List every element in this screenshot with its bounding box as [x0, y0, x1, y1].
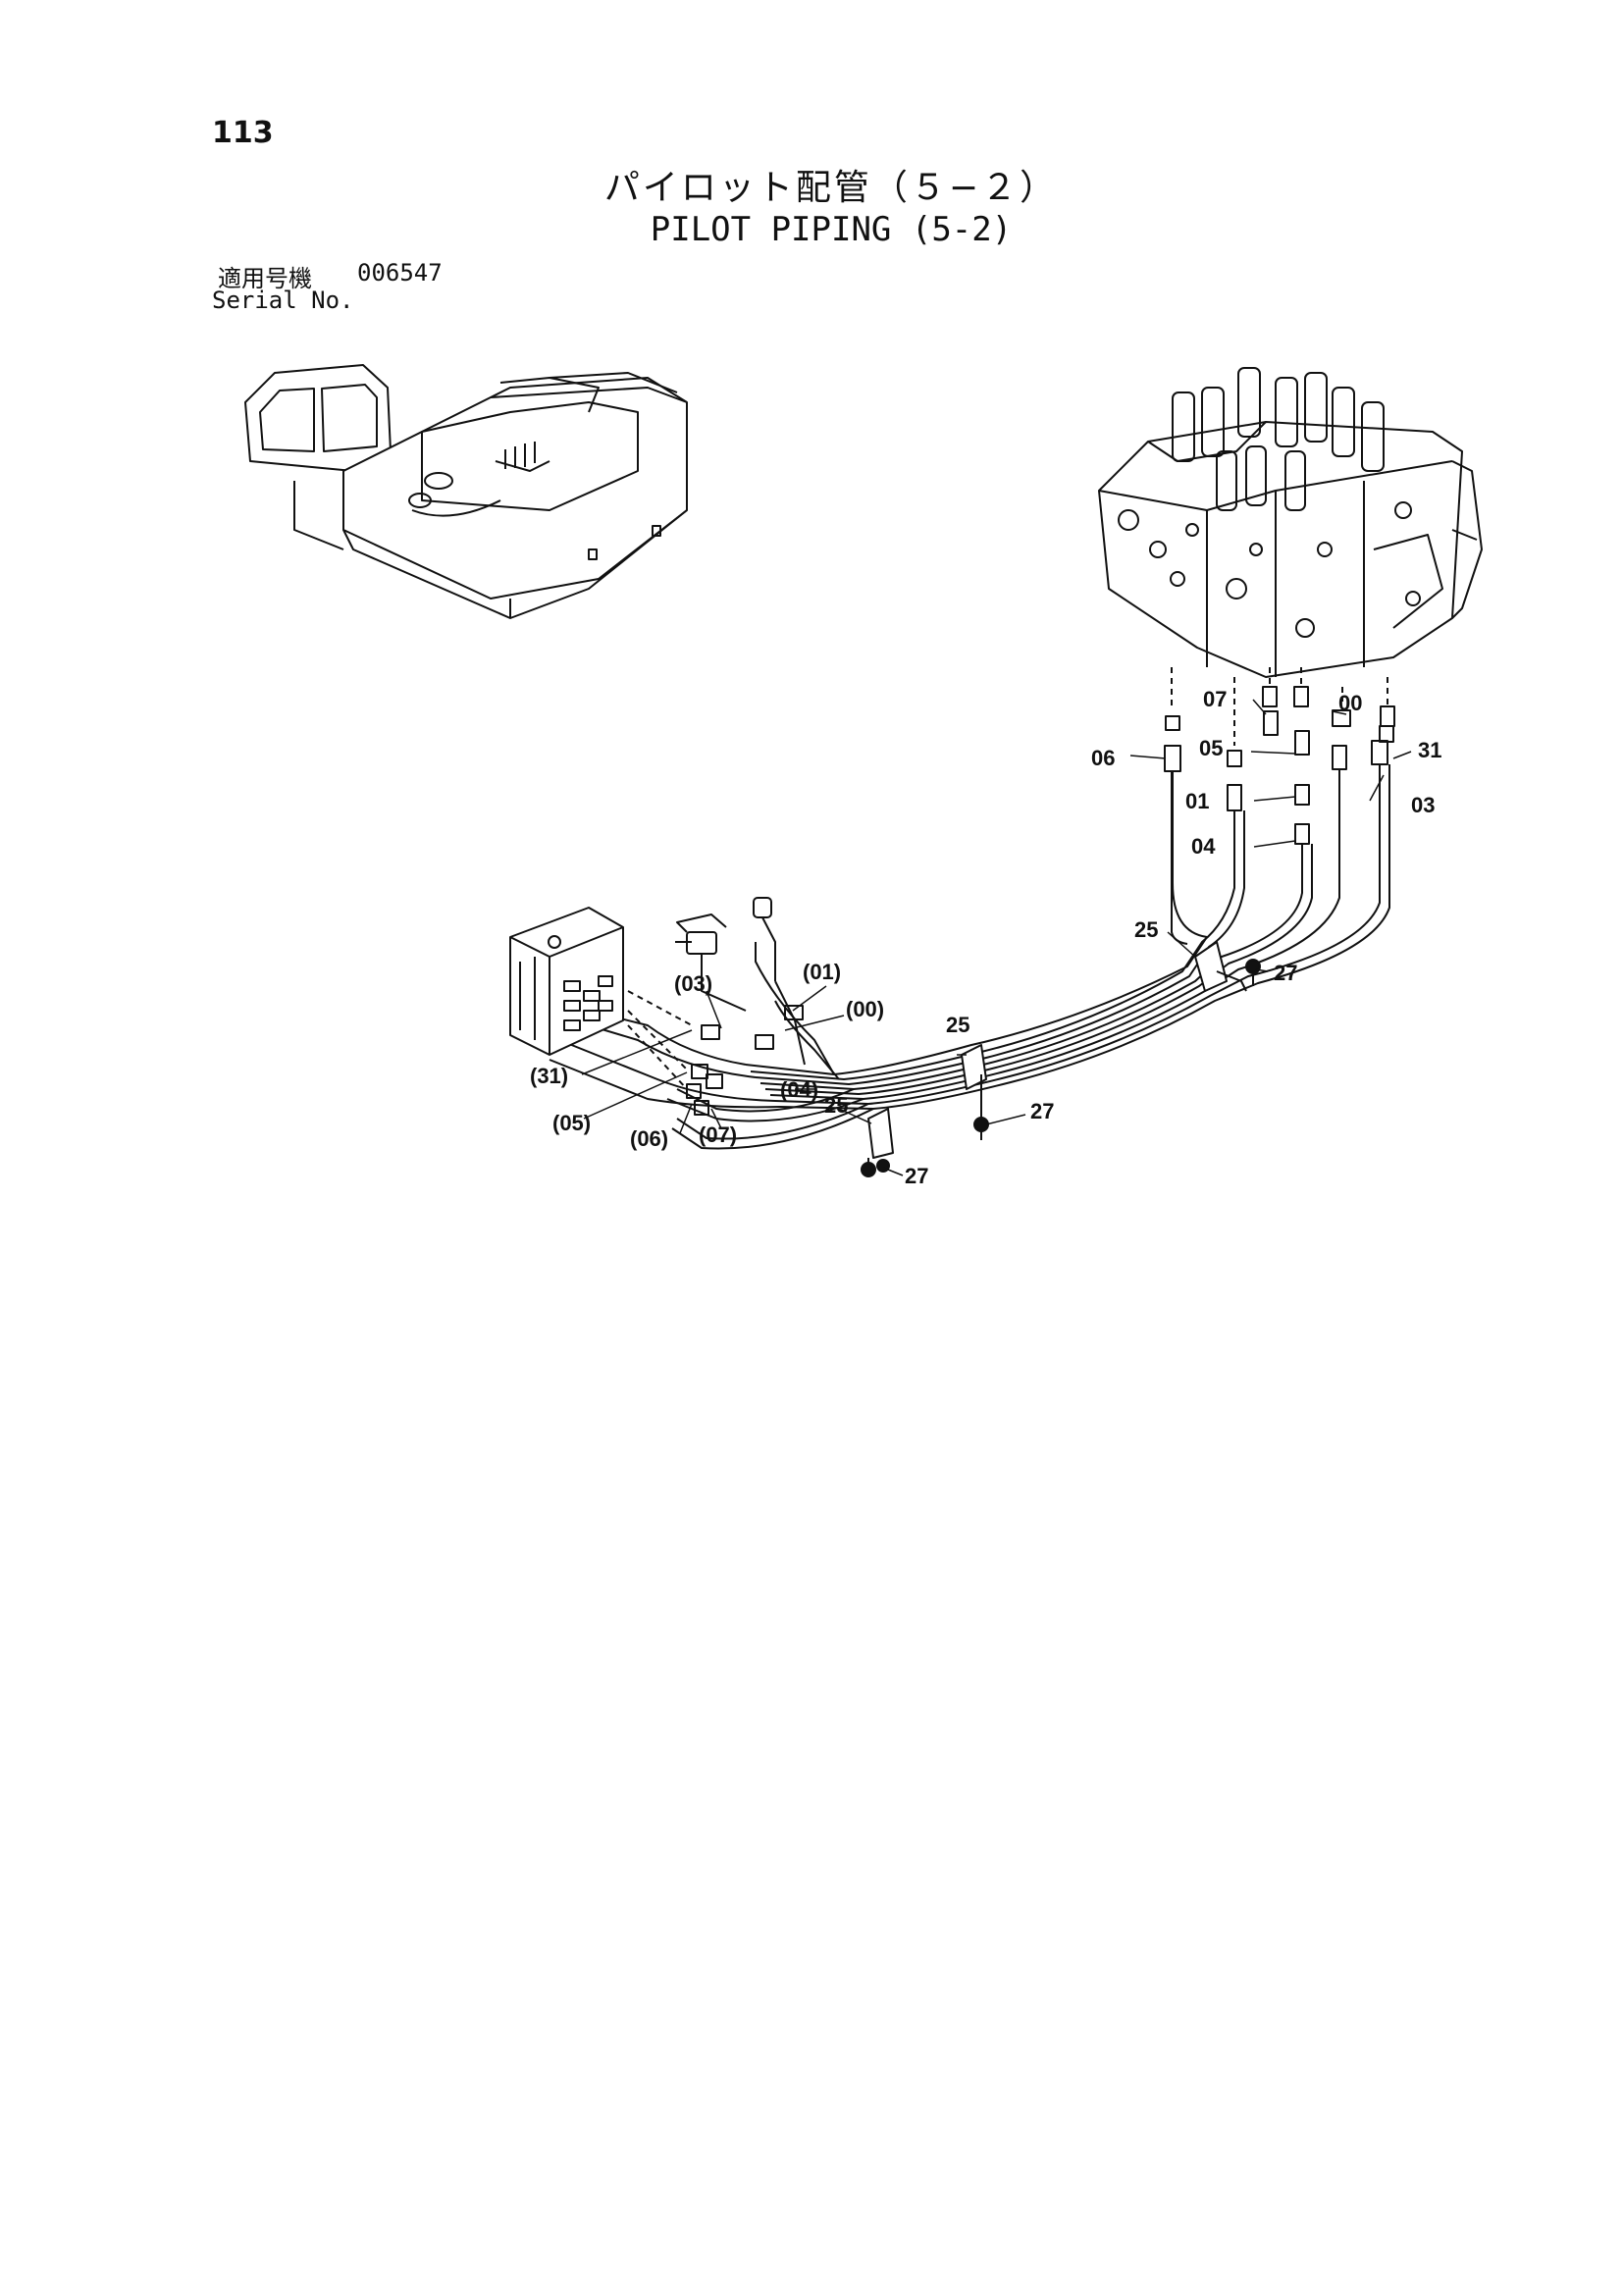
callout-31: 31: [1418, 738, 1441, 762]
callout-25-middle: 25: [946, 1013, 969, 1037]
callout-25-lower: 25: [824, 1093, 848, 1118]
serial-value: 006547: [357, 259, 443, 287]
callout-p00: (00): [846, 997, 884, 1021]
callout-labels: 07 00 05 06 31 01 03 04 25 27 (01) (03) …: [530, 687, 1441, 1188]
callout-p05: (05): [552, 1111, 591, 1135]
callout-04: 04: [1191, 834, 1216, 859]
serial-label-jp: 適用号機: [218, 265, 312, 292]
callout-p06: (06): [630, 1126, 668, 1151]
callout-25-upper: 25: [1134, 917, 1158, 942]
lower-fittings: [627, 897, 804, 1116]
callout-27-upper: 27: [1274, 961, 1297, 985]
callout-27-lower: 27: [905, 1164, 928, 1188]
callout-p31: (31): [530, 1064, 568, 1088]
hose-bundle: [539, 764, 1390, 1150]
leader-lines: [581, 699, 1412, 1176]
callout-05: 05: [1199, 736, 1223, 760]
callout-03: 03: [1411, 793, 1435, 817]
callout-00: 00: [1338, 691, 1362, 715]
callout-01: 01: [1185, 789, 1209, 813]
excavator-illustration: [244, 364, 688, 619]
title-english: PILOT PIPING (5-2): [650, 210, 1013, 249]
control-valve: [1098, 367, 1483, 678]
title-japanese: パイロット配管（５−２）: [603, 168, 1059, 208]
callout-p01: (01): [803, 960, 841, 984]
pilot-valve-block: [509, 907, 624, 1056]
page-number: 113: [212, 116, 274, 150]
serial-label-en: Serial No.: [212, 287, 354, 314]
clamps: [867, 941, 1247, 1173]
callout-p03: (03): [674, 971, 712, 996]
callout-p04: (04): [780, 1077, 818, 1102]
callout-06: 06: [1091, 746, 1115, 770]
callout-07: 07: [1203, 687, 1227, 711]
callout-p07: (07): [699, 1122, 737, 1147]
callout-27-middle: 27: [1030, 1099, 1054, 1123]
